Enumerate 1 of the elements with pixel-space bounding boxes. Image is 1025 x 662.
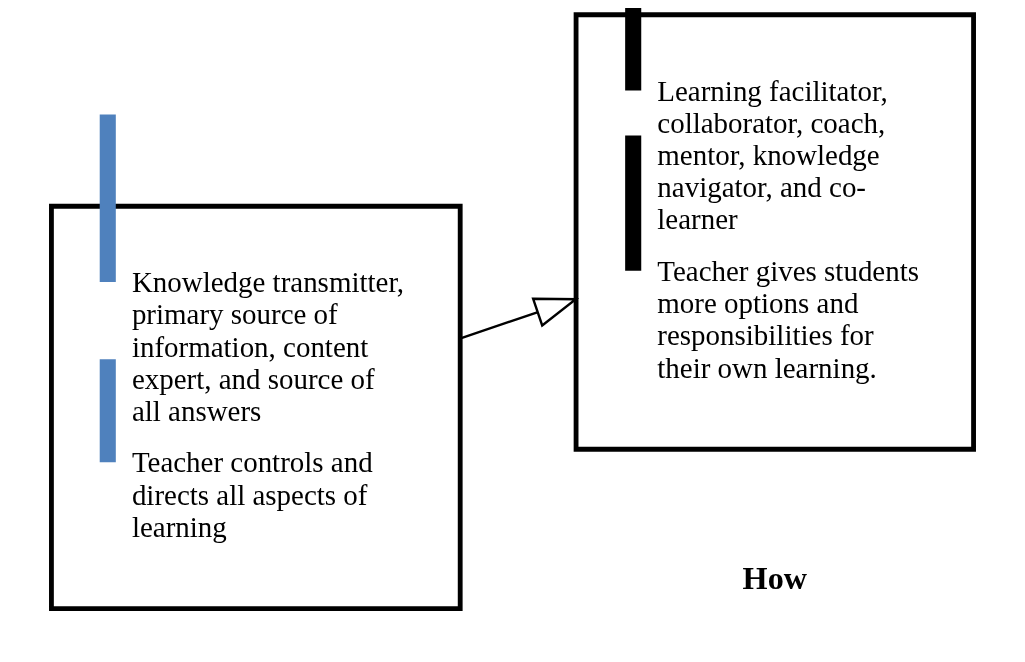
label: How xyxy=(742,560,807,597)
